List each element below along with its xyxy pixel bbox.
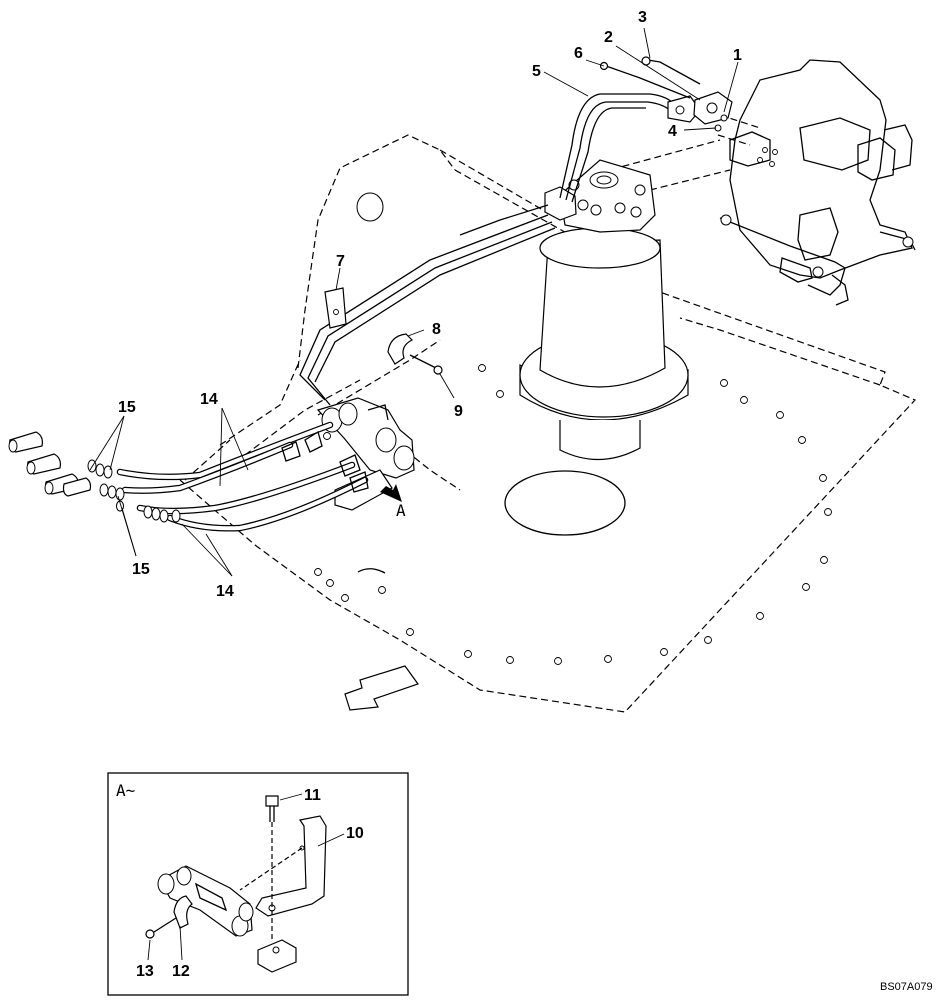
detail-view-a: A~ 11 10 12 13 bbox=[107, 772, 409, 996]
callout-3: 3 bbox=[638, 9, 647, 26]
callout-4: 4 bbox=[668, 123, 677, 140]
callout-6: 6 bbox=[574, 45, 583, 62]
callout-13: 13 bbox=[136, 963, 154, 980]
control-valve bbox=[717, 59, 916, 306]
callout-5: 5 bbox=[532, 63, 541, 80]
view-arrow-label: A bbox=[396, 501, 406, 520]
callout-14-lower: 14 bbox=[216, 583, 234, 600]
view-arrow-icon bbox=[380, 484, 402, 502]
callout-9: 9 bbox=[454, 403, 463, 420]
callout-2: 2 bbox=[604, 29, 613, 46]
callout-15-upper: 15 bbox=[118, 399, 136, 416]
callout-8: 8 bbox=[432, 321, 441, 338]
drawing-code: BS07A079 bbox=[880, 981, 933, 993]
callout-15-lower: 15 bbox=[132, 561, 150, 578]
leader-lines bbox=[89, 27, 739, 577]
callout-14-upper: 14 bbox=[200, 391, 218, 408]
hollow-direction-arrow-icon bbox=[344, 665, 419, 711]
upper-frame-plate bbox=[179, 134, 917, 713]
detail-title: A~ bbox=[116, 781, 135, 800]
swivel-joint bbox=[519, 159, 689, 461]
pilot-pipes bbox=[299, 56, 733, 406]
callout-7: 7 bbox=[336, 253, 345, 270]
caps-and-orings bbox=[8, 431, 181, 523]
callout-12: 12 bbox=[172, 963, 190, 980]
pipe-block bbox=[316, 397, 415, 511]
stay-and-clamp bbox=[324, 287, 443, 375]
hoses bbox=[116, 421, 369, 532]
callout-11: 11 bbox=[304, 787, 321, 804]
callout-1: 1 bbox=[733, 47, 742, 64]
detail-box bbox=[107, 772, 409, 996]
callout-10: 10 bbox=[346, 825, 364, 842]
